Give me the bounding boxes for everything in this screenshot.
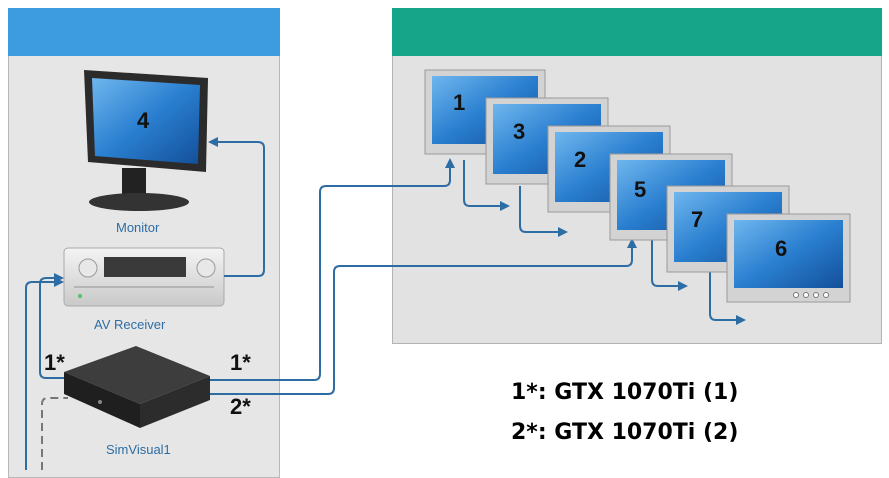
legend-item-gpu2: 2*: GTX 1070Ti (2) [511,420,739,445]
monitor-number: 4 [137,108,150,133]
left-panel-header [8,8,280,56]
cables [25,137,746,470]
computer-device [64,346,210,428]
av-receiver-device [63,247,225,307]
monitor-label: Monitor [116,220,160,235]
computer-label: SimVisual1 [106,442,171,457]
display-number: 7 [691,207,704,232]
connection-label-gpu1: 1* [230,350,251,375]
display-number: 2 [574,147,587,172]
display-number: 3 [513,119,526,144]
connection-label-left: 1* [44,350,65,375]
display-6 [726,213,851,303]
display-wall-header [392,8,882,56]
legend-item-gpu1: 1*: GTX 1070Ti (1) [511,380,739,405]
monitor-device [84,70,208,211]
av-receiver-label: AV Receiver [94,317,166,332]
display-number: 5 [634,177,647,202]
display-number: 1 [453,90,466,115]
connection-label-gpu2: 2* [230,394,251,419]
display-number: 6 [775,236,788,261]
